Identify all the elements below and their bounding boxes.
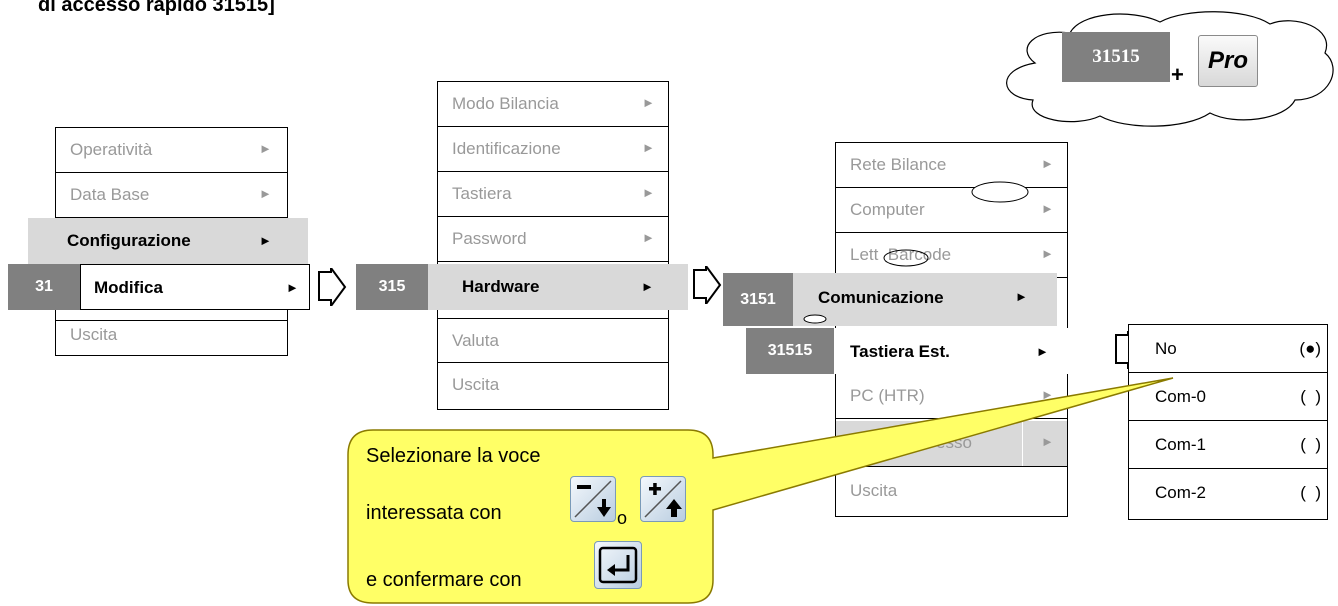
instruction-callout: [347, 377, 1174, 604]
menu-item-label: Hardware: [462, 277, 540, 296]
callout-line-1: Selezionare la voce: [366, 445, 541, 467]
next-step-arrow-icon: [693, 266, 722, 304]
option-label: Com-0: [1155, 387, 1207, 406]
menu-item-label: Modifica: [94, 278, 163, 297]
divider: [1022, 421, 1023, 466]
menu1-highlight-configurazione[interactable]: Configurazione ►: [28, 218, 308, 264]
menu-item-label: Computer: [850, 200, 925, 219]
menu-item-label: Identificazione: [452, 139, 561, 158]
menu-item-label: Operatività: [70, 140, 153, 159]
option-no[interactable]: No (●): [1129, 325, 1327, 373]
radio-selected-icon[interactable]: (●): [1299, 339, 1321, 358]
submenu-arrow-icon: ►: [1041, 387, 1054, 402]
option-com-0[interactable]: Com-0 ( ): [1129, 373, 1327, 421]
submenu-arrow-icon: ►: [641, 279, 654, 294]
submenu-arrow-icon: ►: [1041, 246, 1054, 261]
menu1-selected-modifica[interactable]: Modifica ►: [80, 264, 310, 310]
submenu-arrow-icon: ►: [642, 185, 655, 200]
submenu-arrow-icon: ►: [642, 95, 655, 110]
plus-up-key-icon[interactable]: [640, 476, 686, 522]
menu2-item-modo-bilancia[interactable]: Modo Bilancia ►: [438, 82, 668, 127]
menu-item-label: Rete Bilance: [850, 155, 947, 174]
menu3-item-lettore-barcode[interactable]: Lett Barcode ►: [836, 233, 1067, 278]
radio-empty-icon[interactable]: ( ): [1300, 435, 1321, 454]
next-step-arrow-icon: [318, 268, 347, 306]
menu-item-label: Uscita: [452, 375, 500, 394]
page-title: di accesso rapido 31515]: [38, 0, 275, 16]
menu-item-label: Valuta: [452, 331, 499, 350]
quick-code-315: 315: [356, 264, 428, 310]
ellipse-marker: [803, 314, 827, 324]
callout-line-2: interessata con: [366, 502, 502, 524]
menu3-item-rete-bilance[interactable]: Rete Bilance ►: [836, 143, 1067, 188]
menu2-item-valuta[interactable]: Valuta: [438, 318, 668, 363]
submenu-arrow-icon: ►: [286, 280, 299, 295]
submenu-arrow-icon: ►: [642, 140, 655, 155]
enter-key-icon[interactable]: [594, 541, 642, 589]
submenu-arrow-icon: ►: [1041, 156, 1054, 171]
submenu-arrow-icon: ►: [1036, 344, 1049, 359]
menu-item-label: Uscita: [850, 481, 898, 500]
menu3-selected-tastiera-est[interactable]: Tastiera Est. ►: [834, 328, 1091, 374]
radio-empty-icon[interactable]: ( ): [1300, 387, 1321, 406]
menu2-item-password[interactable]: Password ►: [438, 217, 668, 262]
menu3-highlight-comunicazione[interactable]: Comunicazione ►: [793, 273, 1057, 326]
quick-code-31: 31: [8, 264, 80, 310]
option-label: Com-1: [1155, 435, 1207, 454]
menu-item-label: Data Base: [70, 185, 150, 204]
menu2-selected-hardware[interactable]: Hardware ►: [428, 264, 688, 310]
submenu-arrow-icon: ►: [1041, 434, 1054, 449]
submenu-arrow-icon: ►: [259, 141, 272, 156]
quick-code-3151: 3151: [723, 273, 793, 326]
menu3-item-computer[interactable]: Computer ►: [836, 188, 1067, 233]
menu-item-label: PC (HTR): [850, 386, 925, 405]
option-com-2[interactable]: Com-2 ( ): [1129, 469, 1327, 517]
ellipse-marker: [971, 181, 1029, 203]
submenu-arrow-icon: ►: [259, 186, 272, 201]
menu-item-label: Tastiera Est.: [850, 342, 950, 361]
submenu-arrow-icon: ►: [642, 230, 655, 245]
callout-or: o: [617, 508, 628, 528]
options-list: No (●) Com-0 ( ) Com-1 ( ) Com-2 ( ): [1128, 324, 1328, 520]
option-label: No: [1155, 339, 1177, 358]
menu-item-label: Password: [452, 229, 527, 248]
menu2-item-tastiera[interactable]: Tastiera ►: [438, 172, 668, 217]
menu1-item-uscita[interactable]: Uscita: [56, 320, 287, 354]
option-label: Com-2: [1155, 483, 1207, 502]
submenu-arrow-icon: ►: [1015, 289, 1028, 304]
submenu-arrow-icon: ►: [259, 233, 272, 248]
menu1-item-database[interactable]: Data Base ►: [56, 173, 287, 218]
plus-sign: +: [1171, 62, 1184, 87]
option-com-1[interactable]: Com-1 ( ): [1129, 421, 1327, 469]
menu1-item-operativita[interactable]: Operatività ►: [56, 128, 287, 173]
callout-line-3: e confermare con: [366, 569, 522, 591]
menu-item-label: Tastiera: [452, 184, 512, 203]
menu-item-label: Comunicazione: [818, 288, 944, 307]
pro-key-button[interactable]: Pro: [1198, 35, 1258, 87]
menu-level-2: Modo Bilancia ► Identificazione ► Tastie…: [437, 81, 669, 410]
menu-item-label: Modo Bilancia: [452, 94, 559, 113]
menu3-item-uscita[interactable]: Uscita: [836, 469, 1067, 514]
menu-item-label: Configurazione: [67, 231, 191, 250]
menu2-item-uscita[interactable]: Uscita: [438, 363, 668, 408]
menu2-item-identificazione[interactable]: Identificazione ►: [438, 127, 668, 172]
minus-down-key-icon[interactable]: [570, 476, 616, 522]
submenu-arrow-icon: ►: [1041, 201, 1054, 216]
radio-empty-icon[interactable]: ( ): [1300, 483, 1321, 502]
cloud-code-box: 31515: [1062, 32, 1170, 82]
ellipse-marker: [883, 249, 929, 267]
menu-item-label: Uscita: [70, 325, 118, 344]
quick-code-31515: 31515: [746, 328, 834, 374]
